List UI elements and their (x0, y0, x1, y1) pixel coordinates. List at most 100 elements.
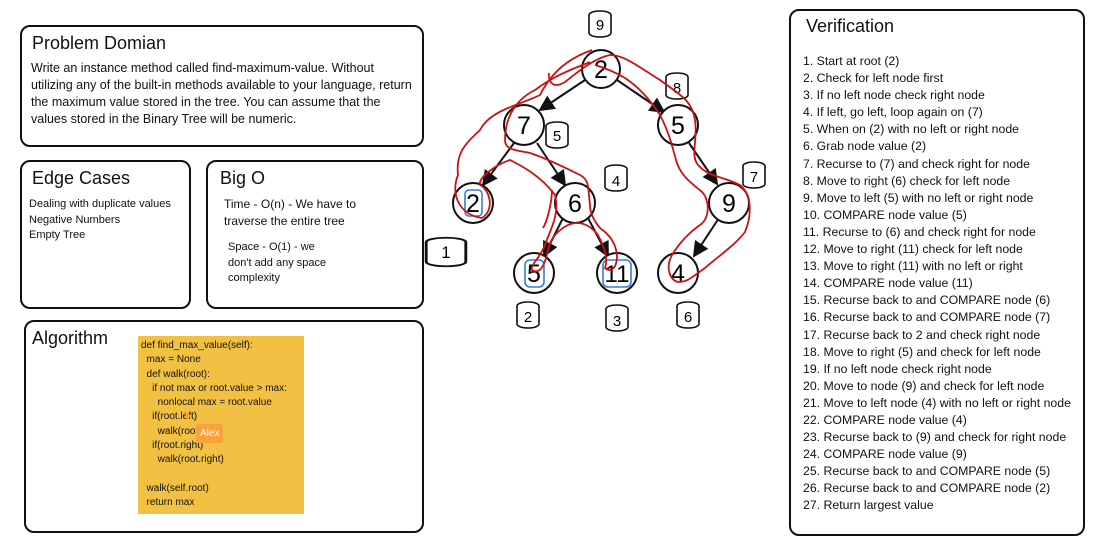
edge-case-item: Dealing with duplicate values (29, 198, 171, 210)
collaborator-cursor-icon (185, 410, 192, 422)
verification-step: 20. Move to node (9) and check for left … (803, 378, 1045, 393)
code-line: if not max or root.value > max: (141, 382, 287, 394)
verification-step: 5. When on (2) with no left or right nod… (803, 122, 1019, 137)
verification-step: 25. Recurse back to and COMPARE node (5) (803, 464, 1051, 479)
database-icon: 5 (545, 121, 569, 149)
edge-cases-panel: Edge Cases Dealing with duplicate values… (20, 160, 191, 309)
code-line (141, 468, 301, 482)
tree-node[interactable]: 5 (513, 252, 555, 294)
time-line: Time - O(n) - We have to (224, 197, 357, 211)
node-value: 5 (671, 112, 685, 140)
edge-9-4 (692, 217, 720, 258)
database-icon: 9 (588, 10, 612, 38)
tree-node[interactable]: 6 (554, 182, 596, 224)
time-complexity: Time - O(n) - We have to traverse the en… (224, 196, 356, 230)
space-line: Space - O(1) - we (228, 241, 315, 253)
node-value: 7 (517, 112, 531, 140)
edge-case-item: Empty Tree (29, 229, 86, 241)
edge-2-5 (616, 79, 666, 114)
verification-step: 4. If left, go left, loop again on (7) (803, 105, 983, 120)
traversal-path (547, 54, 751, 283)
problem-domain-title: Problem Domian (32, 33, 167, 53)
database-icon: 2 (516, 301, 540, 329)
counter-value: 9 (596, 17, 604, 34)
verification-step: 21. Move to left node (4) with no left o… (803, 395, 1071, 410)
verification-step: 11. Recurse to (6) and check right for n… (803, 224, 1036, 239)
time-line: traverse the entire tree (224, 214, 345, 228)
verification-step: 7. Recurse to (7) and check right for no… (803, 156, 1030, 171)
verification-title: Verification (806, 16, 895, 36)
code-line: walk(root.right) (141, 454, 224, 466)
database-icon: 7 (742, 161, 766, 189)
node-value: 2 (594, 56, 608, 84)
problem-line: values stored in the Binary Tree will be… (31, 112, 297, 126)
problem-line: utilizing any of the built-in methods av… (31, 78, 412, 92)
code-line: max = None (141, 354, 201, 366)
verification-step: 15. Recurse back to and COMPARE node (6) (803, 293, 1051, 308)
node-value: 6 (568, 190, 582, 218)
code-line: def walk(root): (141, 368, 210, 380)
edge-case-item: Negative Numbers (29, 213, 121, 226)
node-value: 4 (671, 260, 685, 288)
collaborator-label: Alex (196, 424, 224, 443)
space-line: don't add any space (228, 256, 327, 269)
edge-7-2 (481, 142, 515, 187)
verification-step: 8. Move to right (6) check for left node (803, 173, 1011, 188)
tree-node[interactable]: 4 (657, 252, 699, 294)
verification-step: 6. Grab node value (2) (803, 139, 927, 154)
node-value: 5 (527, 260, 541, 288)
counter-value: 2 (524, 309, 532, 326)
space-line: complexity (228, 272, 280, 284)
verification-step: 23. Recurse back to (9) and check for ri… (803, 430, 1067, 445)
counter-value: 3 (613, 313, 621, 330)
verification-step: 16. Recurse back to and COMPARE node (7) (803, 310, 1051, 325)
verification-step: 26. Recurse back to and COMPARE node (2) (803, 481, 1051, 496)
verification-steps: 1. Start at root (2) 2. Check for left no… (803, 53, 1071, 515)
verification-step: 1. Start at root (2) (803, 54, 900, 68)
stack-counters: 9 8 5 4 7 1 2 3 6 (424, 10, 766, 332)
code-line: if(root.left) (141, 411, 198, 423)
node-value: 11 (605, 261, 630, 288)
verification-step: 3. If no left node check right node (803, 88, 985, 103)
edge-7-6 (536, 142, 567, 187)
counter-value: 7 (750, 169, 758, 186)
code-line: return max (141, 497, 195, 509)
big-o-panel: Big O Time - O(n) - We have to traverse … (206, 160, 424, 309)
database-icon: 4 (604, 164, 628, 192)
tree-node[interactable]: 9 (708, 182, 750, 224)
database-icon: 8 (665, 72, 689, 100)
edge-2-7 (538, 79, 586, 112)
verification-step: 2. Check for left node first (803, 71, 944, 86)
verification-step: 12. Move to right (11) check for left no… (803, 242, 1023, 257)
counter-value: 8 (673, 80, 681, 97)
binary-tree-diagram: 2 7 5 2 6 9 5 11 (424, 10, 766, 332)
big-o-title: Big O (220, 168, 266, 188)
verification-panel: Verification 1. Start at root (2) 2. Chec… (789, 9, 1085, 536)
edge-5-9 (688, 142, 719, 186)
database-icon: 6 (676, 301, 700, 329)
verification-step: 18. Move to right (5) and check for left… (803, 344, 1041, 359)
verification-step: 19. If no left node check right node (803, 361, 992, 376)
problem-description: Write an instance method called find-max… (31, 60, 412, 128)
counter-value: 1 (441, 243, 450, 262)
verification-step: 22. COMPARE node value (4) (803, 412, 967, 427)
code-block[interactable]: def find_max_value(self): max = None def… (138, 336, 304, 514)
traversal-path (454, 49, 618, 273)
counter-value: 5 (553, 128, 561, 145)
verification-step: 17. Recurse back to 2 and check right no… (803, 327, 1041, 342)
tree-node[interactable]: 7 (503, 104, 545, 146)
algorithm-panel: Algorithm def find_max_value(self): max … (24, 320, 424, 533)
counter-value: 6 (684, 309, 692, 326)
problem-domain-panel: Problem Domian Write an instance method … (20, 25, 424, 147)
node-value: 2 (466, 190, 480, 218)
database-icon: 3 (605, 304, 629, 332)
node-value: 9 (722, 190, 736, 218)
verification-step: 9. Move to left (5) with no left or righ… (803, 190, 1034, 205)
verification-step: 10. COMPARE node value (5) (803, 207, 967, 222)
code-line: walk(root.left) (141, 425, 218, 437)
code-line: if(root.right) (141, 440, 204, 452)
space-complexity: Space - O(1) - we don't add any space co… (228, 240, 326, 287)
verification-step: 24. COMPARE node value (9) (803, 447, 967, 462)
algorithm-title: Algorithm (32, 328, 109, 348)
code-line: nonlocal max = root.value (141, 397, 272, 409)
